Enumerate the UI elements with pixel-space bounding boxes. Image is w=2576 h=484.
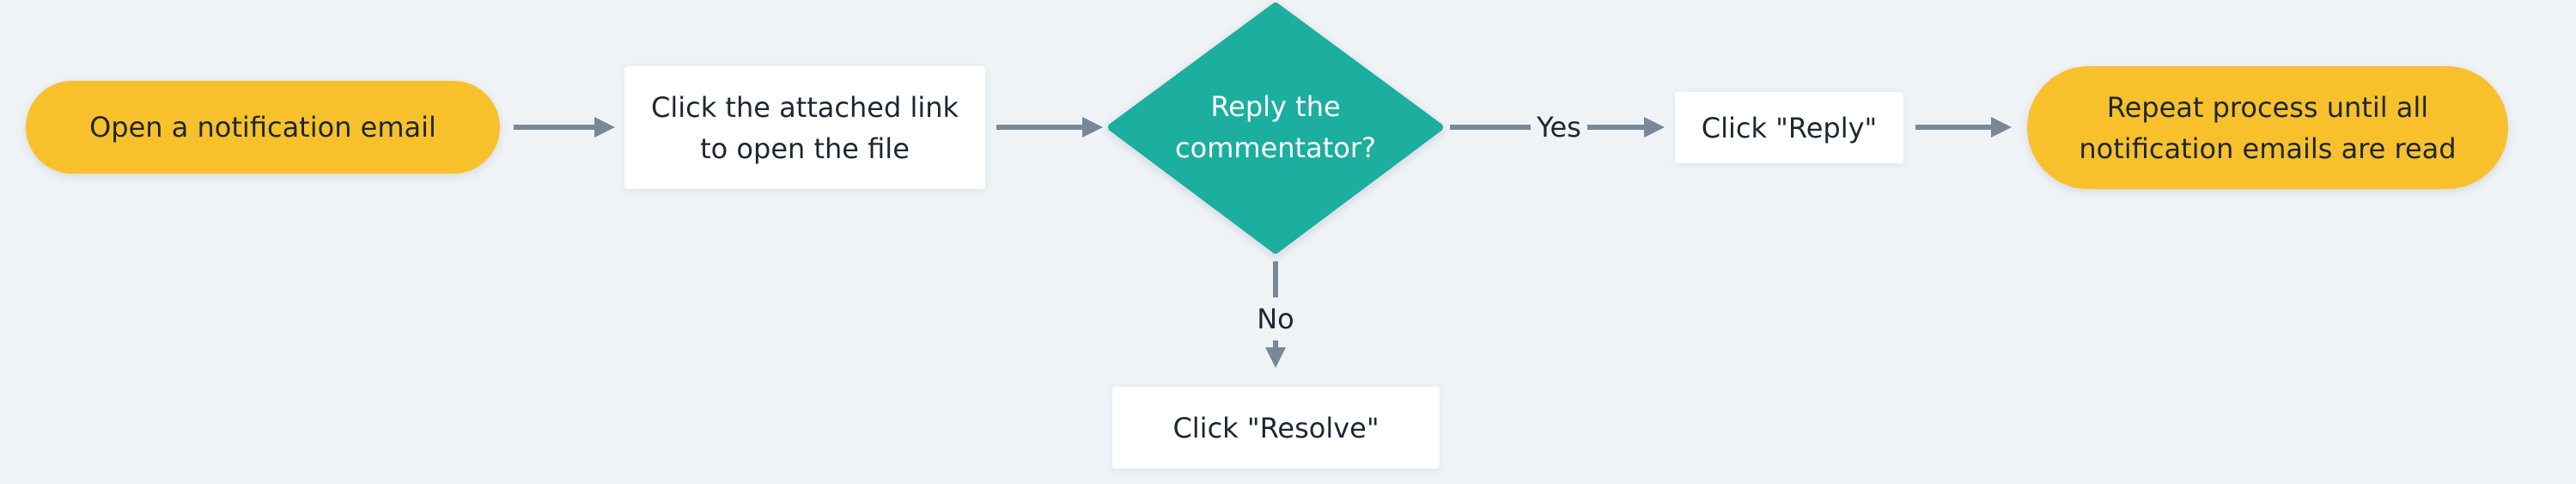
open-file-node: Click the attached link to open the file	[624, 66, 985, 189]
end-node-label: Repeat process until all notification em…	[2079, 90, 2457, 165]
decision-node: Reply the commentator?	[1147, 76, 1404, 179]
no-edge-label: No	[1257, 303, 1294, 335]
resolve-node: Click "Resolve"	[1112, 387, 1440, 469]
start-node-label: Open a notification email	[89, 111, 436, 144]
yes-edge-label: Yes	[1537, 111, 1581, 144]
reply-node: Click "Reply"	[1675, 92, 1903, 163]
resolve-node-label: Click "Resolve"	[1172, 411, 1379, 444]
end-node: Repeat process until all notification em…	[2027, 66, 2508, 189]
reply-node-label: Click "Reply"	[1701, 111, 1878, 144]
open-file-node-label: Click the attached link to open the file	[650, 90, 959, 165]
decision-node-label: Reply the commentator?	[1175, 90, 1376, 164]
start-node: Open a notification email	[26, 81, 500, 174]
